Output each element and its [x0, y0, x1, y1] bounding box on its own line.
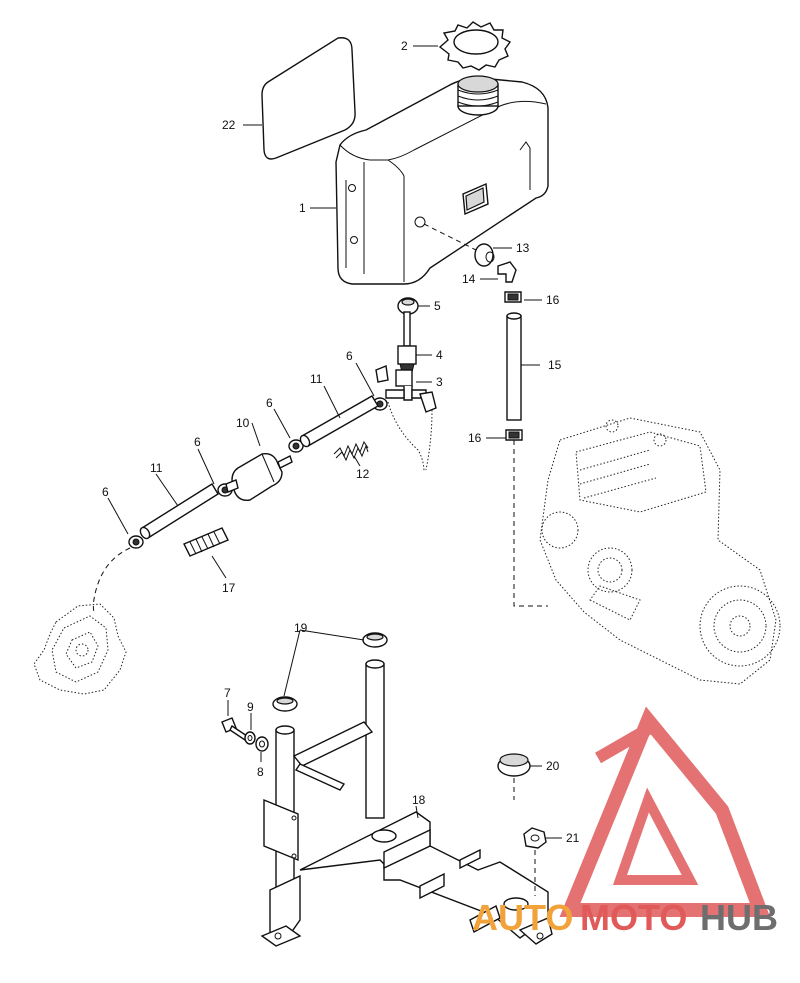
washer-8: [255, 736, 269, 752]
callout-3: 3: [436, 375, 443, 389]
callout-18: 18: [412, 793, 426, 807]
callout-12: 12: [356, 467, 370, 481]
support-bracket-18: [260, 659, 553, 947]
washer-9: [244, 731, 256, 745]
callout-15: 15: [548, 358, 562, 372]
clamp-6-d: [128, 535, 144, 549]
watermark-moto: MOTO: [580, 897, 687, 938]
watermark-auto: AUTO: [472, 897, 573, 938]
routing-line-b: [425, 409, 433, 471]
elbow-fitting-14: [497, 261, 517, 283]
oil-tank-1: [335, 75, 549, 285]
tee-fitting-3: [375, 365, 437, 413]
grommet-20: [497, 753, 531, 800]
callout-2: 2: [401, 39, 408, 53]
fuel-hose-11-upper: [299, 395, 379, 448]
callout-6-c: 6: [194, 435, 201, 449]
callout-14: 14: [462, 272, 476, 286]
oil-pump: [33, 603, 127, 695]
clamp-16-upper: [504, 291, 522, 303]
clamp-6-b: [288, 439, 304, 453]
callout-6-d: 6: [102, 485, 109, 499]
fuel-filter-10: [225, 453, 293, 501]
callout-11-lower: 11: [150, 461, 163, 475]
leader-lines: [107, 45, 562, 839]
watermark-hub: HUB: [700, 897, 778, 938]
watermark-logo: [559, 706, 771, 917]
spring-17: [183, 527, 229, 557]
callout-5: 5: [434, 299, 441, 313]
grommet-19-right: [362, 632, 388, 648]
spring-12: [333, 440, 369, 462]
callout-9: 9: [247, 700, 254, 714]
callout-6-b: 6: [266, 396, 273, 410]
callout-11-upper: 11: [310, 372, 323, 386]
callout-16-upper: 16: [546, 293, 560, 307]
outlet-fitting-4: [397, 311, 417, 373]
callout-19: 19: [294, 621, 308, 635]
routing-line-c: [92, 547, 131, 613]
callout-13: 13: [516, 241, 530, 255]
callout-20: 20: [546, 759, 560, 773]
fuel-hose-11-lower: [139, 483, 219, 540]
callout-8: 8: [257, 765, 264, 779]
callout-1: 1: [299, 201, 306, 215]
callout-22: 22: [222, 118, 236, 132]
callout-4: 4: [436, 348, 443, 362]
decal-22: [261, 37, 356, 160]
engine: [539, 417, 781, 685]
callout-7: 7: [224, 686, 231, 700]
grommet-19-left: [272, 696, 298, 712]
tank-cap-2: [438, 21, 512, 71]
callout-16-lower: 16: [468, 431, 482, 445]
nut-21: [523, 827, 547, 896]
grommet-13: [423, 223, 495, 267]
callout-21: 21: [566, 831, 580, 845]
callout-10: 10: [236, 416, 250, 430]
clamp-16-lower: [505, 429, 523, 441]
vent-hose-15: [506, 312, 548, 607]
callout-6-a: 6: [346, 349, 353, 363]
callout-17: 17: [222, 581, 236, 595]
routing-line-a: [387, 401, 425, 473]
